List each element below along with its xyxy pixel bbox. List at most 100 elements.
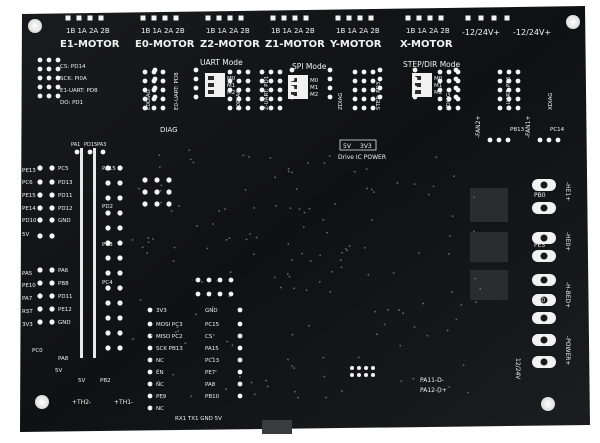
- slot-label: E0DIAG: [236, 89, 242, 110]
- motor-label-5: X-MOTOR: [400, 39, 453, 50]
- left-header-pin-label: GND: [58, 218, 71, 224]
- pin-pad: [245, 87, 251, 93]
- exp-column-label: PA8: [205, 382, 216, 388]
- slot-label: YDIAG: [446, 93, 452, 111]
- rx-tx-label: RX1 TX1 GND 5V: [175, 416, 222, 422]
- pin-pad: [206, 291, 212, 297]
- pin-pad: [206, 277, 212, 283]
- center-column-label: NC: [156, 406, 164, 412]
- left-io-label: PE14: [22, 206, 36, 212]
- pin-pad: [361, 87, 367, 93]
- center-column-label: 3V3: [156, 308, 167, 314]
- pin-pad: [546, 137, 552, 143]
- pin-pad: [506, 96, 512, 102]
- left-io-label: PC6: [22, 180, 33, 186]
- m2-label: M2: [310, 92, 318, 98]
- pin-pad: [46, 93, 52, 99]
- pin-pad: [37, 205, 43, 211]
- pin-pad: [437, 69, 443, 75]
- e1-sck-label: SCK: PI0A: [60, 76, 87, 82]
- pin-pad: [160, 69, 166, 75]
- pin-pad: [37, 75, 43, 81]
- pin-pad: [277, 69, 283, 75]
- pin-pad: [487, 137, 493, 143]
- pin-pad: [147, 321, 153, 327]
- exp-column-label: PE7: [205, 370, 216, 376]
- left-header-pin-label: PD11: [58, 193, 73, 199]
- pin-pad: [117, 210, 123, 216]
- pin-pad: [268, 87, 274, 93]
- pin-pad: [237, 369, 243, 375]
- exp-column-label: PC15: [205, 322, 220, 328]
- motor-label-1: E0-MOTOR: [135, 39, 195, 50]
- motor-pin: [368, 15, 374, 21]
- pin-pad: [105, 225, 111, 231]
- pin-pad: [352, 78, 358, 84]
- pin-pad: [446, 105, 452, 111]
- left-io-label: PE15: [22, 193, 36, 199]
- drive-5v-label: 5V: [343, 143, 352, 150]
- pin-pad: [147, 393, 153, 399]
- motor-pin: [357, 15, 363, 21]
- pin-pad: [277, 105, 283, 111]
- pin-pad: [289, 67, 295, 73]
- pin-pad: [117, 180, 123, 186]
- pin-pad: [371, 366, 375, 370]
- motor-pin: [227, 15, 233, 21]
- pin-pad: [166, 201, 172, 207]
- pin-pad: [37, 192, 43, 198]
- pc0-label: PC0: [32, 348, 43, 354]
- pin-pad: [166, 177, 172, 183]
- pin-pad: [245, 96, 251, 102]
- left-io-label: PE13: [22, 168, 36, 174]
- pin-pad: [49, 293, 55, 299]
- e1-uart-header: CS: PD14 SCK: PI0A E1-UART: PD8 DO: PD1: [60, 64, 98, 106]
- heater-pin-label: PE5: [534, 242, 545, 249]
- motor-label-4: Y-MOTOR: [329, 39, 382, 50]
- m1-label: M1: [227, 83, 235, 89]
- heater-label: -POWER+: [564, 336, 571, 365]
- mid-pin-label: PD2: [102, 204, 113, 210]
- pin-pad: [515, 87, 521, 93]
- left-io-label: PA7: [22, 296, 33, 302]
- pin-pad: [105, 270, 111, 276]
- motor-pin: [151, 15, 157, 21]
- pin-pad: [147, 405, 153, 411]
- pin-pad: [152, 94, 158, 100]
- pin-pad: [55, 57, 61, 63]
- drive-3v3-label: 3V3: [360, 143, 372, 150]
- pin-pad: [142, 201, 148, 207]
- pin-pad: [515, 105, 521, 111]
- pin-pad: [105, 165, 111, 171]
- pin-pad: [412, 94, 418, 100]
- pin-pad: [412, 85, 418, 91]
- motor-pin: [76, 15, 82, 21]
- exp-column-label: GND: [205, 308, 218, 314]
- pin-pad: [259, 87, 265, 93]
- pin-pad: [105, 180, 111, 186]
- motor-pin: [346, 15, 352, 21]
- mounting-hole: [541, 397, 555, 411]
- pin-pad: [55, 93, 61, 99]
- m0-label: M0: [434, 76, 443, 82]
- pin-pad: [37, 306, 43, 312]
- pin-pad: [437, 78, 443, 84]
- slot-label: X-UART: PE6: [506, 76, 512, 110]
- pin-pad: [446, 87, 452, 93]
- pin-pad: [117, 315, 123, 321]
- left-header-pin-label: PC5: [58, 166, 69, 172]
- center-column-label: MOSI PC3: [156, 322, 183, 328]
- pin-pad: [364, 373, 368, 377]
- pin-pad: [245, 105, 251, 111]
- pin-pad: [37, 165, 43, 171]
- pin-pad: [506, 87, 512, 93]
- power-input-header: -12/24V+ -12/24V+: [462, 28, 551, 37]
- left-io-label: 5V: [22, 232, 29, 238]
- left-header-pin-label: PA6: [58, 268, 69, 274]
- pin-pad: [117, 330, 123, 336]
- pin-pad: [370, 69, 376, 75]
- v5b-label: 5V: [78, 378, 85, 384]
